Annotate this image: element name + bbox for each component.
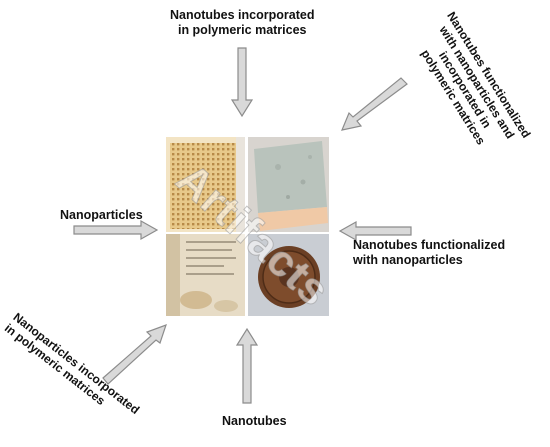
arrow-from-right xyxy=(338,220,412,242)
coin-photo xyxy=(248,234,329,316)
label-nanoparticles: Nanoparticles xyxy=(60,208,143,222)
arrow-from-bottom xyxy=(235,327,259,404)
stone-photo xyxy=(248,137,329,232)
arrow-from-left xyxy=(73,219,159,241)
label-nanotubes-in-polymer: Nanotubes incorporated in polymeric matr… xyxy=(170,8,315,37)
arrow-from-top xyxy=(230,47,254,118)
label-nanotubes: Nanotubes xyxy=(222,414,287,428)
label-functionalized-nanotubes: Nanotubes functionalized with nanopartic… xyxy=(353,238,506,267)
arrow-from-bottom-left xyxy=(102,324,167,385)
brick-photo xyxy=(166,137,245,232)
paper-page-photo xyxy=(166,234,245,316)
arrow-from-top-right xyxy=(341,77,408,131)
